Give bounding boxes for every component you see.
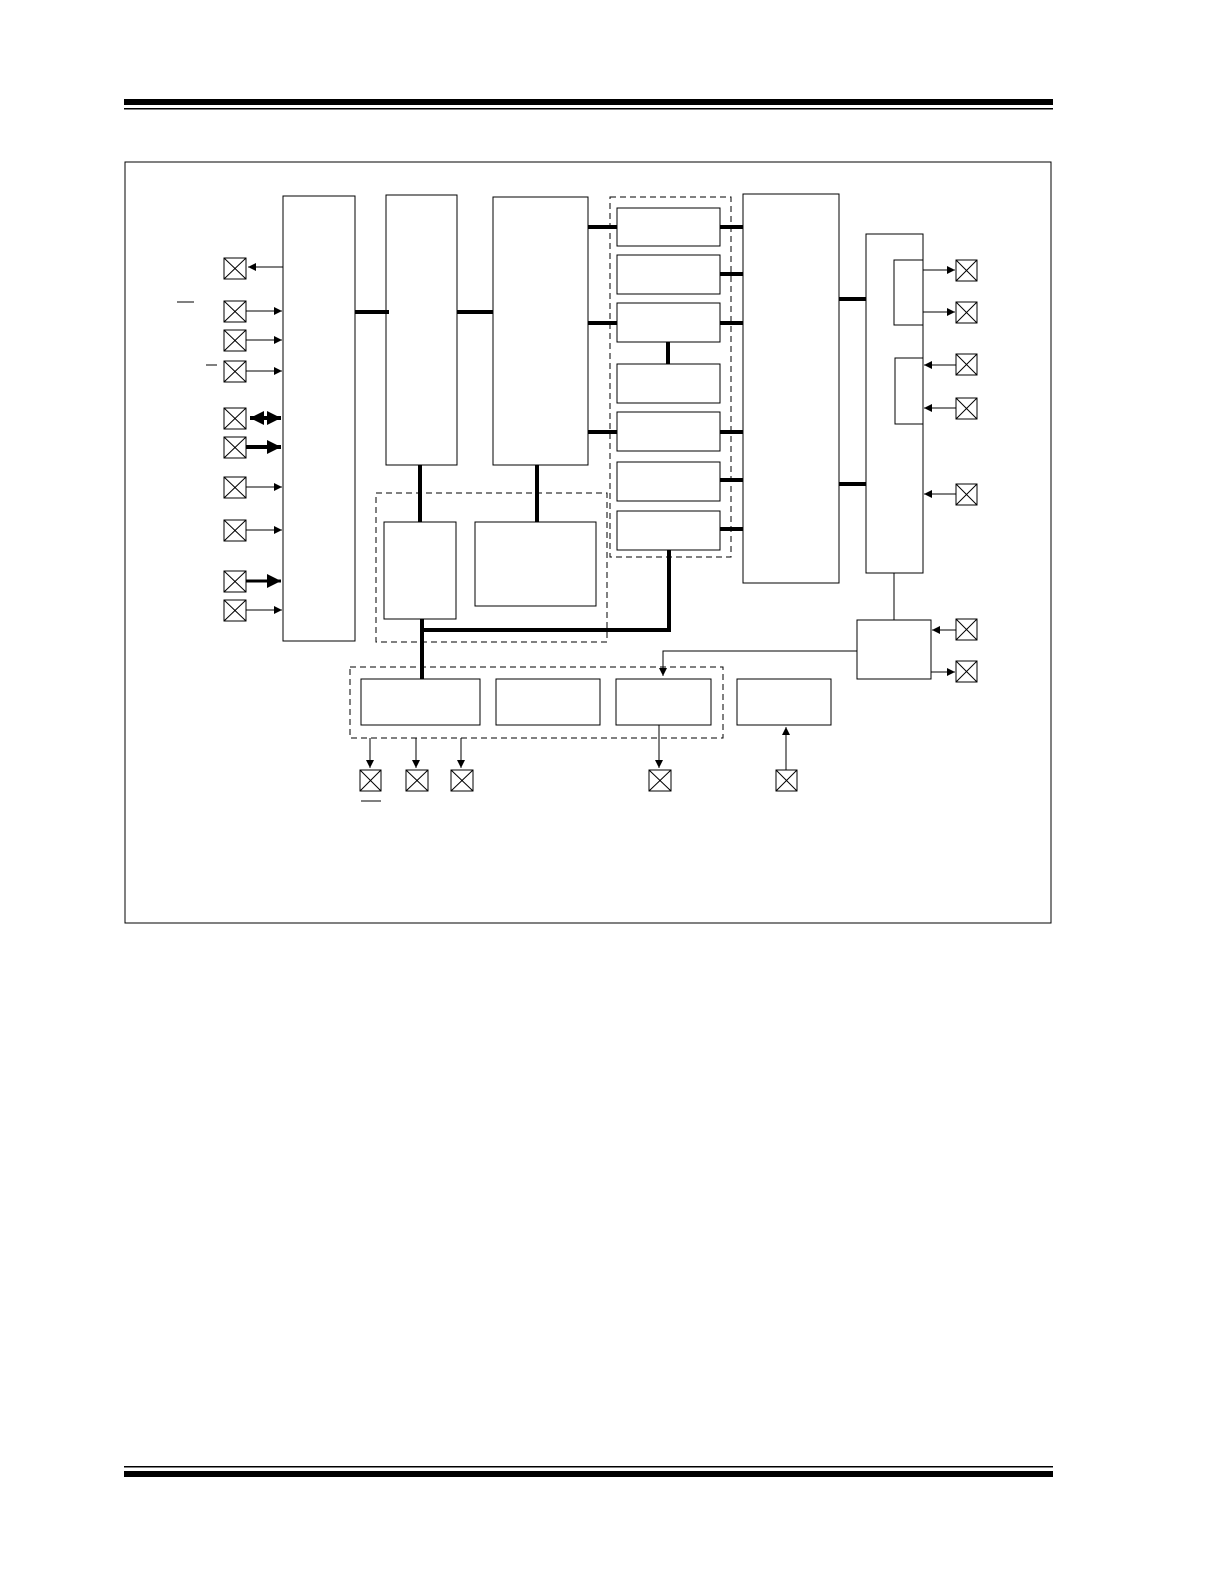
left-pin-7 [223,476,247,499]
right-pin-4 [955,397,978,420]
bottom-group [349,666,724,739]
stack-block-5 [616,411,721,452]
bottom-pin-1 [359,769,382,792]
thin-lines [659,573,895,676]
bottom-pin-2 [405,769,429,792]
stack-block-1 [616,207,721,247]
stack-block-7 [616,510,721,551]
stack-block-6 [616,461,721,502]
bottom-pin-3 [450,769,474,792]
stack-block-2 [616,254,721,295]
right-pin-3 [955,353,978,376]
left-pin-9 [223,570,247,593]
header-rule [124,99,1053,110]
tall-bus-block [742,193,840,584]
bottom-block-4 [736,678,832,726]
left-pin-5 [223,407,247,430]
bottom-block-2 [495,678,601,726]
right-pin-6 [955,618,978,641]
right-inner-block-1 [893,259,924,326]
right-pin-arrows [923,266,956,676]
footer-rule [124,1466,1053,1477]
left-pin-6 [223,436,247,459]
bottom-pins [359,769,798,792]
middle-wide-block [474,521,597,607]
bus-lines [355,225,866,679]
stack-block-3 [616,302,721,343]
middle-group [375,492,608,643]
right-pin-5 [955,483,978,506]
middle-small-block [383,521,457,620]
right-pin-1 [955,259,978,282]
bottom-pin-5 [775,769,798,792]
bottom-block-1 [360,678,481,726]
bottom-block-3 [615,678,712,726]
block-column-2 [385,194,458,466]
right-lower-block [856,619,932,680]
overbar-marks [177,301,381,802]
right-pin-2 [955,301,978,324]
left-pin-1 [223,257,247,280]
stack-block-4 [616,363,721,404]
block-column-3 [492,196,589,466]
bottom-pin-4 [648,769,672,792]
figure-frame [124,161,1052,924]
left-pins [223,257,247,622]
left-interface-block [282,195,356,642]
left-pin-2 [223,300,247,323]
right-pin-7 [955,660,978,683]
left-pin-10 [223,599,247,622]
left-pin-3 [223,329,247,352]
right-pins [955,259,978,683]
right-inner-block-2 [894,357,924,425]
left-pin-arrows [246,263,283,614]
bottom-pin-arrows [366,725,790,770]
left-pin-8 [223,519,247,542]
left-pin-4 [223,360,247,383]
